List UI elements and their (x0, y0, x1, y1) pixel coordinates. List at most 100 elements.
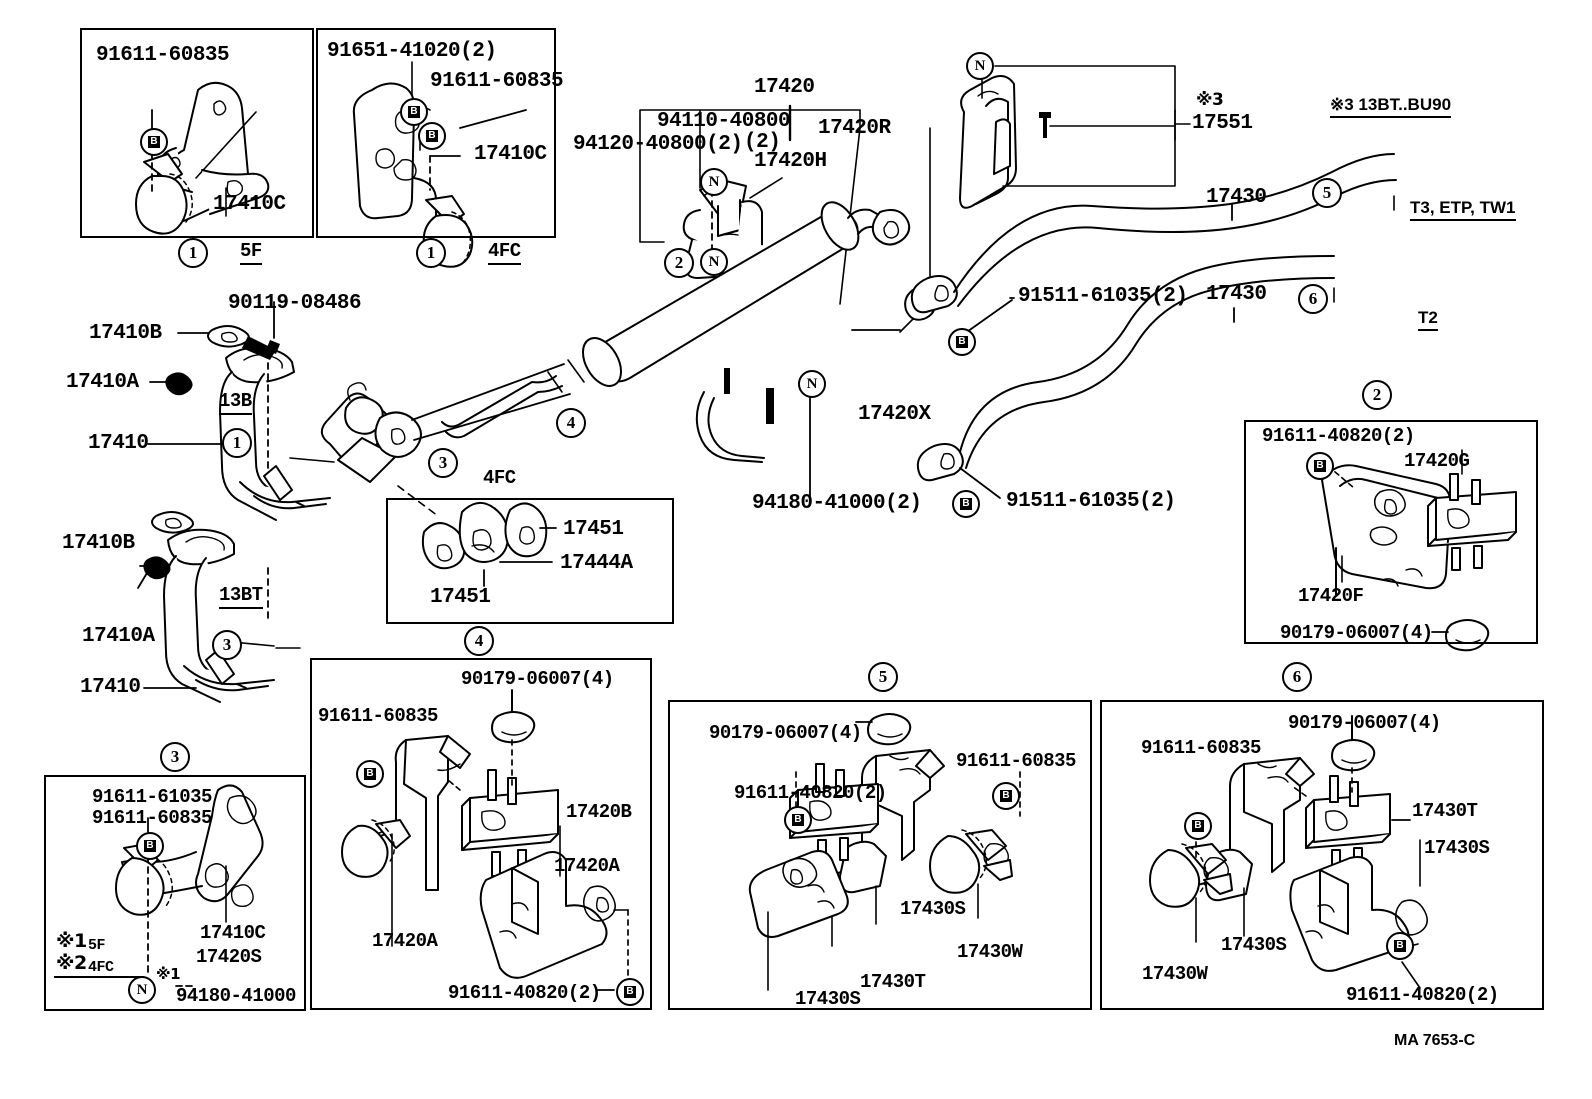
label-p3-bolt-a: 91611-61035 (92, 786, 212, 808)
label-p3-bolt-b: 91611-60835 (92, 807, 212, 829)
label-17551-note: ※3 (1196, 90, 1224, 110)
label-17410-upper: 17410 (88, 432, 149, 455)
label-p1-5f-variant: 5F (240, 240, 262, 265)
label-p2r-bracket-f: 17420F (1298, 585, 1364, 607)
panel-1-5f-frame (80, 28, 314, 238)
label-p1-4fc-bolt-a: 91651-41020(2) (327, 40, 497, 63)
callout-flange-3[interactable]: 3 (428, 448, 458, 478)
callout-panel2-right[interactable]: 2 (1362, 380, 1392, 410)
label-94180-41000: 94180-41000(2) (752, 492, 922, 515)
callout-panel3-bracket[interactable]: 3 (160, 742, 190, 772)
panel-2-right-frame (1244, 420, 1538, 644)
label-p6m-bolt-left: 91611-60835 (1141, 737, 1261, 759)
label-p4g-gasket-left: 17451 (430, 586, 491, 609)
label-p5m-support-bottom: 17430S (795, 988, 861, 1010)
label-p3-bracket-s: 17420S (196, 946, 262, 968)
nut-badge-muffler: N (798, 370, 826, 398)
label-17551: 17551 (1192, 112, 1253, 135)
label-17410A-upper: 17410A (66, 371, 139, 394)
panel-6-mount-frame (1100, 700, 1544, 1010)
main-leaders (137, 203, 1235, 689)
panel-4-gaskets-frame (386, 498, 674, 624)
callout-panel4-gaskets[interactable]: 4 (464, 626, 494, 656)
bolt-badge-p5-right: B (992, 782, 1020, 810)
callout-panel1-4fc[interactable]: 1 (416, 238, 446, 268)
callout-panel2-center[interactable]: 2 (664, 248, 694, 278)
label-p6m-mount-t: 17430T (1412, 800, 1478, 822)
label-p1-4fc-bolt-b: 91611-60835 (430, 70, 564, 93)
label-p6m-nut-top: 90179-06007(4) (1288, 712, 1441, 734)
label-p4m-nut-top: 90179-06007(4) (461, 668, 614, 690)
callout-tailpipe-5[interactable]: 5 (1312, 178, 1342, 208)
label-17410B-upper: 17410B (89, 322, 162, 345)
label-p4m-mount-b: 17420B (566, 801, 632, 823)
bolt-badge-clamp-lower: B (952, 490, 980, 518)
panel5-mount-art (748, 713, 1021, 991)
panel4-mount-art (341, 689, 629, 991)
label-p5m-clamp-w: 17430W (957, 941, 1023, 963)
label-p4m-bracket-a-right: 17420A (554, 855, 620, 877)
panel2-right-art (1321, 449, 1517, 652)
callout-front-pipe-13bt[interactable]: 3 (212, 630, 242, 660)
label-17420R: 17420R (818, 117, 891, 140)
footer-code: MA 7653-C (1394, 1032, 1476, 1049)
label-variant-13b: 13B (219, 390, 252, 415)
bolt-badge-p1-4fc-a: B (400, 98, 428, 126)
label-p6m-clamp-w: 17430W (1142, 963, 1208, 985)
label-p3-bracket-c: 17410C (200, 922, 266, 944)
panel-5-mount-frame (668, 700, 1092, 1010)
label-variant-t2: T2 (1418, 308, 1438, 331)
main-exhaust-art (143, 153, 1397, 703)
panel1-5f-art (135, 81, 270, 235)
label-p5m-bolt-left: 91611-40820(2) (734, 782, 887, 804)
label-p3-star2-variant: 4FC (88, 959, 114, 976)
label-p3-nut-star: ※1 (156, 965, 181, 983)
label-p2r-mount-g: 17420G (1404, 450, 1470, 472)
label-17430-lower: 17430 (1206, 283, 1267, 306)
bolt-badge-clamp-upper: B (948, 328, 976, 356)
panel6-mount-art (1149, 715, 1428, 989)
label-p4m-bolt-bottom: 91611-40820(2) (448, 982, 601, 1004)
label-clamp-lower: 91511-61035(2) (1006, 490, 1176, 513)
bolt-badge-p5-left: B (784, 806, 812, 834)
callout-front-pipe-13b[interactable]: 1 (222, 428, 252, 458)
panel-3-bracket-frame (44, 775, 306, 1011)
callout-tailpipe-6[interactable]: 6 (1298, 284, 1328, 314)
label-17410B-lower: 17410B (62, 532, 135, 555)
nut-badge-17551: N (966, 52, 994, 80)
label-p1-4fc-variant: 4FC (488, 240, 521, 265)
panel-4-mount-frame (310, 658, 652, 1010)
label-p5m-support-right: 17430S (900, 898, 966, 920)
panel4-gaskets-art (397, 485, 557, 587)
label-p3-star1-variant: 5F (88, 937, 106, 954)
label-p4g-insulator: 17444A (560, 552, 633, 575)
nut-badge-p3: N (128, 976, 156, 1004)
label-p5m-nut-top: 90179-06007(4) (709, 722, 862, 744)
label-variant-13bt: 13BT (219, 584, 263, 609)
label-p3-star2: ※2 (56, 952, 87, 974)
bolt-badge-p6-bottom: B (1386, 932, 1414, 960)
label-variant-t3: T3, ETP, TW1 (1410, 198, 1516, 221)
label-94110-40800: 94110-40800 (657, 110, 791, 133)
label-94120-40800: 94120-40800(2) (573, 133, 743, 156)
label-p3-nut: 94180-41000 (176, 985, 296, 1007)
bolt-badge-p4-bottom: B (616, 978, 644, 1006)
bolt-badge-p6-left: B (1184, 812, 1212, 840)
label-p1-4fc-bracket: 17410C (474, 143, 547, 166)
callout-panel1-5f[interactable]: 1 (178, 238, 208, 268)
nut-badge-hanger-top: N (700, 168, 728, 196)
bolt-badge-p1-5f: B (140, 128, 168, 156)
label-17420: 17420 (754, 76, 815, 99)
bolt-badge-p2right: B (1306, 452, 1334, 480)
label-p2r-bolt-top: 91611-40820(2) (1262, 425, 1415, 447)
label-p6m-support-right: 17430S (1424, 837, 1490, 859)
callout-panel5-mount[interactable]: 5 (868, 662, 898, 692)
bolt-badge-p1-4fc-b: B (418, 122, 446, 150)
callout-panel6-mount[interactable]: 6 (1282, 662, 1312, 692)
label-p5m-mount-t: 17430T (860, 971, 926, 993)
label-clamp-upper: 91511-61035(2) (1018, 285, 1188, 308)
label-p4g-gasket-right: 17451 (563, 518, 624, 541)
callout-muffler[interactable]: 4 (556, 408, 586, 438)
label-p2r-nut-bottom: 90179-06007(4) (1280, 622, 1433, 644)
